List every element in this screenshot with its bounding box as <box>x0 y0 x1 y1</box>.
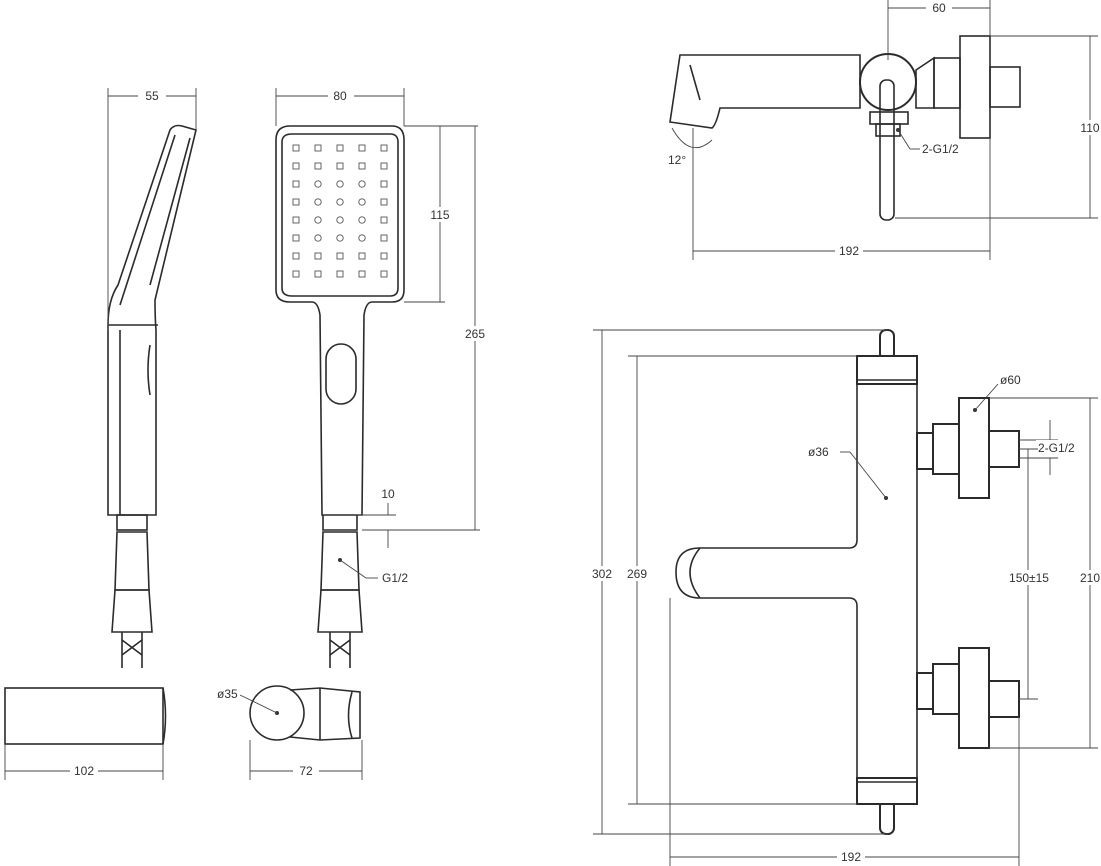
callout-2g12-side: 2-G1/2 <box>896 128 959 156</box>
nozzle-square <box>314 144 322 152</box>
nozzle-round <box>336 216 344 224</box>
dim-label-72: 72 <box>299 764 313 778</box>
label-12deg: 12° <box>668 153 686 167</box>
dim-110: 110 <box>895 35 1101 219</box>
dim-72: 72 <box>249 740 363 780</box>
dim-label-192-front: 192 <box>841 850 861 864</box>
nozzle-round <box>336 180 344 188</box>
dim-36: ø36 <box>808 445 829 459</box>
dim-label-60: 60 <box>932 1 946 15</box>
dim-label-110: 110 <box>1080 121 1099 135</box>
dim-label-o60: ø60 <box>1000 373 1021 387</box>
dim-label-115: 115 <box>430 208 449 222</box>
handshower-side-view <box>107 124 197 668</box>
nozzle-square <box>358 252 366 260</box>
dim-60-side: 60 <box>887 0 991 60</box>
dim-label-102: 102 <box>74 764 94 778</box>
dim-10: 10 <box>357 487 396 548</box>
nozzle-square <box>380 162 388 170</box>
dim-265: 265 <box>362 126 489 531</box>
nozzle-round <box>336 234 344 242</box>
dim-192-side: 192 <box>692 128 991 260</box>
handshower-front-view <box>275 125 405 668</box>
dim-192-front: 192 <box>669 598 1020 866</box>
callout-g12-hose: G1/2 <box>338 558 408 585</box>
spray-nozzles <box>292 144 388 278</box>
dim-label-35: ø35 <box>217 687 238 701</box>
holder-top-view <box>239 685 361 741</box>
dim-label-10: 10 <box>381 487 395 501</box>
nozzle-round <box>314 216 322 224</box>
dim-302: 302 <box>590 329 888 835</box>
dim-label-210: 210 <box>1080 571 1100 585</box>
nozzle-round <box>358 198 366 206</box>
mixer-side-view <box>669 35 1021 221</box>
dim-label-80: 80 <box>333 89 347 103</box>
nozzle-square <box>358 270 366 278</box>
nozzle-square <box>336 270 344 278</box>
nozzle-square <box>380 198 388 206</box>
dim-label-o36: ø36 <box>808 445 829 459</box>
callout-2g12-front: 2-G1/2 <box>1019 420 1080 475</box>
dim-210: 210 <box>989 397 1101 749</box>
dim-150: 150±15 <box>1006 448 1052 700</box>
nozzle-square <box>292 252 300 260</box>
nozzle-square <box>292 162 300 170</box>
nozzle-square <box>380 144 388 152</box>
dim-label-265: 265 <box>465 327 485 341</box>
dim-label-55: 55 <box>145 89 159 103</box>
dim-label-192-side: 192 <box>839 244 859 258</box>
nozzle-square <box>314 270 322 278</box>
nozzle-square <box>314 162 322 170</box>
nozzle-square <box>292 180 300 188</box>
label-2g12-side: 2-G1/2 <box>922 142 959 156</box>
dim-55: 55 <box>107 88 197 330</box>
nozzle-square <box>336 252 344 260</box>
nozzle-round <box>314 198 322 206</box>
nozzle-round <box>314 180 322 188</box>
nozzle-square <box>380 180 388 188</box>
nozzle-square <box>292 198 300 206</box>
dim-label-150: 150±15 <box>1009 571 1049 585</box>
nozzle-square <box>292 270 300 278</box>
dim-label-302: 302 <box>592 567 612 581</box>
dim-269: 269 <box>625 355 857 805</box>
nozzle-square <box>314 252 322 260</box>
nozzle-square <box>292 234 300 242</box>
nozzle-round <box>336 198 344 206</box>
nozzle-square <box>336 144 344 152</box>
dim-80: 80 <box>275 88 405 126</box>
nozzle-square <box>380 234 388 242</box>
nozzle-round <box>358 216 366 224</box>
label-g12-hose: G1/2 <box>382 571 408 585</box>
holder-side-view <box>4 687 167 745</box>
label-2g12-front: 2-G1/2 <box>1038 441 1075 455</box>
nozzle-square <box>358 144 366 152</box>
nozzle-round <box>314 234 322 242</box>
dim-label-269: 269 <box>627 567 647 581</box>
nozzle-square <box>292 144 300 152</box>
nozzle-square <box>380 216 388 224</box>
nozzle-round <box>358 234 366 242</box>
nozzle-square <box>358 162 366 170</box>
nozzle-square <box>336 162 344 170</box>
dim-102: 102 <box>4 744 164 780</box>
dim-60-front: ø60 <box>1000 373 1021 387</box>
dim-35: ø35 <box>217 687 238 701</box>
nozzle-square <box>380 252 388 260</box>
label-angle: 12° <box>668 153 686 167</box>
nozzle-square <box>292 216 300 224</box>
nozzle-round <box>358 180 366 188</box>
dim-115: 115 <box>404 125 478 303</box>
mixer-front-view <box>675 329 1020 835</box>
nozzle-square <box>380 270 388 278</box>
